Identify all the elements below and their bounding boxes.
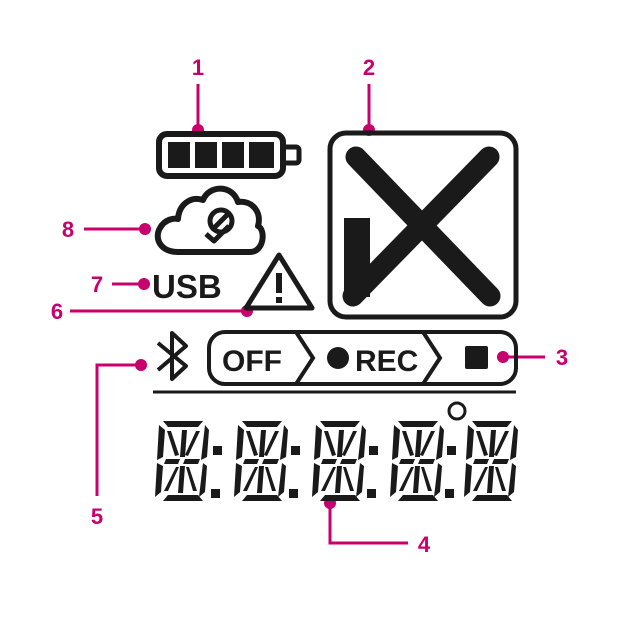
segment-digit-2 bbox=[234, 421, 288, 501]
x-mark-in-square-icon bbox=[327, 130, 519, 320]
callout-3: 3 bbox=[556, 345, 568, 370]
colon-separators bbox=[211, 446, 456, 498]
record-dot-icon bbox=[327, 347, 349, 369]
callout-dots bbox=[135, 124, 509, 509]
degree-icon bbox=[447, 401, 467, 421]
segment-digit-1 bbox=[155, 421, 209, 501]
segment-digit-4 bbox=[390, 421, 444, 501]
segment-digit-5 bbox=[464, 421, 518, 501]
callout-2: 2 bbox=[363, 55, 375, 80]
usb-label: USB bbox=[152, 268, 222, 305]
callout-5: 5 bbox=[91, 504, 103, 529]
rec-label: REC bbox=[355, 345, 418, 378]
callout-lines bbox=[70, 84, 545, 545]
off-label: OFF bbox=[222, 345, 282, 378]
callout-8: 8 bbox=[62, 217, 74, 242]
mode-status-bar: OFF REC bbox=[207, 330, 518, 386]
warning-triangle-icon bbox=[243, 252, 315, 311]
callout-1: 1 bbox=[192, 55, 204, 80]
segment-digit-3 bbox=[312, 421, 366, 501]
stop-square-icon bbox=[465, 346, 488, 369]
callout-4: 4 bbox=[418, 532, 431, 557]
battery-full-icon bbox=[156, 131, 302, 179]
segment-display bbox=[155, 401, 518, 501]
callout-7: 7 bbox=[91, 272, 103, 297]
bluetooth-icon bbox=[156, 331, 188, 381]
cloud-sync-check-icon bbox=[154, 185, 266, 255]
callout-6: 6 bbox=[51, 299, 63, 324]
